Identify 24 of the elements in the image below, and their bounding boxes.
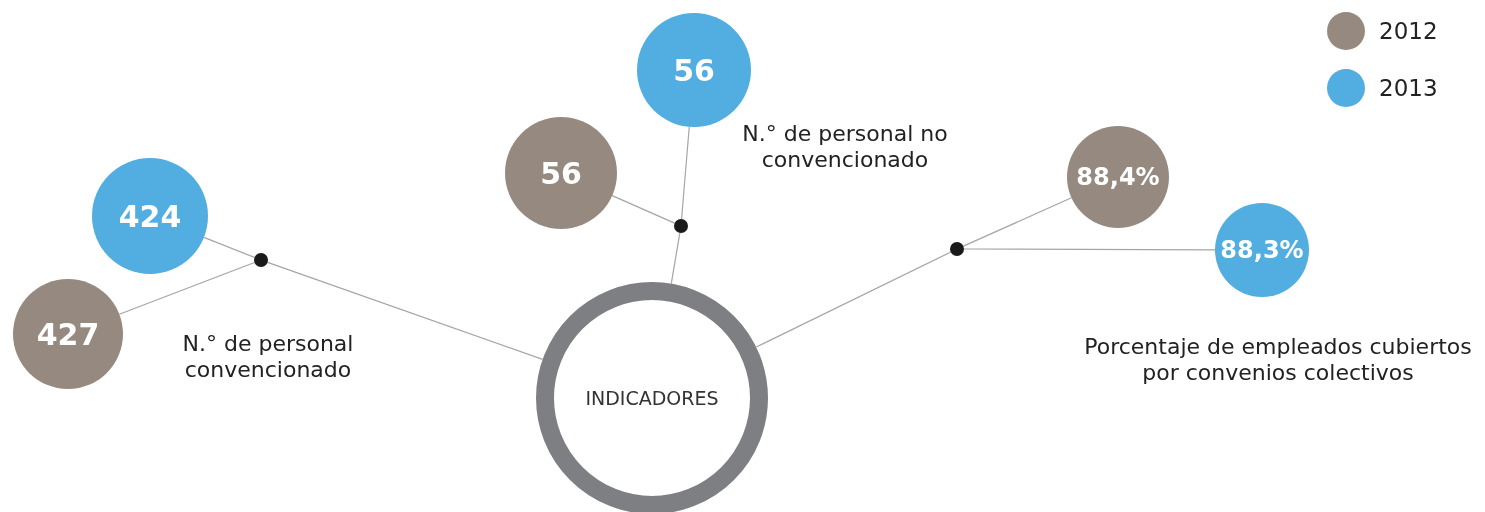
hub-label: INDICADORES	[585, 387, 719, 409]
connector-line	[267, 261, 544, 360]
connector-line	[963, 248, 1216, 251]
value-label: 56	[673, 52, 715, 88]
value-label: 56	[540, 155, 582, 191]
connector-line	[118, 261, 256, 315]
connector-line	[611, 195, 676, 224]
legend-label: 2012	[1379, 18, 1438, 44]
legend-label: 2013	[1379, 75, 1438, 101]
connector-line	[755, 251, 952, 348]
value-label: 88,3%	[1220, 236, 1304, 264]
indicator-caption: N.° de personal convencionado	[181, 330, 355, 384]
indicator-caption: Porcentaje de empleados cubiertos por convenios colectivos	[1083, 333, 1473, 387]
connector-line	[962, 197, 1073, 247]
indicator-caption: N.° de personal no convencionado	[741, 120, 949, 174]
connector-line	[670, 232, 681, 285]
junction-dot	[950, 242, 964, 256]
value-label: 427	[36, 316, 100, 352]
value-label: 424	[118, 198, 182, 234]
value-label: 88,4%	[1076, 163, 1160, 191]
junction-dot	[254, 253, 268, 267]
junction-dot	[674, 219, 688, 233]
connector-line	[681, 126, 690, 220]
connector-line	[203, 236, 256, 259]
